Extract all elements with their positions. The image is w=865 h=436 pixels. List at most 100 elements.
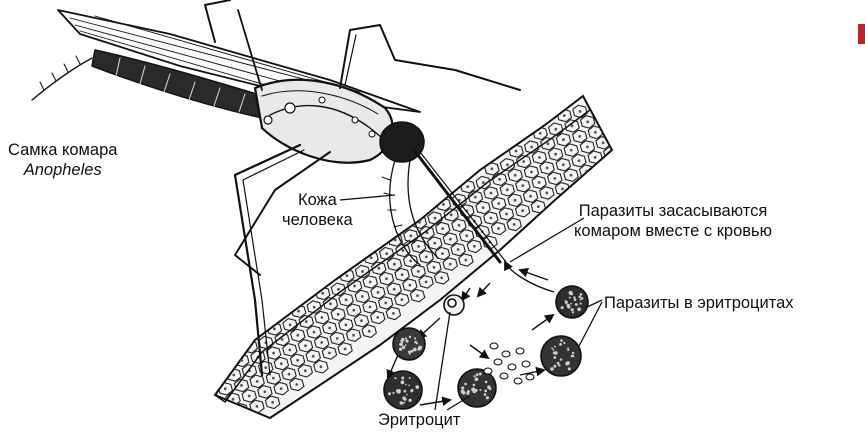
skin-cell-nucleus	[377, 267, 380, 270]
rbc-speck	[409, 377, 411, 379]
rbc-speck	[466, 392, 469, 395]
skin-cell-nucleus	[554, 128, 557, 131]
rbc-speck	[572, 352, 574, 354]
rbc-speck	[405, 384, 407, 386]
rbc-speck	[488, 386, 490, 388]
rbc-speck	[560, 339, 563, 342]
rbc-speck	[462, 391, 465, 394]
skin-cell-nucleus	[344, 348, 347, 351]
skin-cell-nucleus	[529, 195, 532, 198]
rbc-speck	[576, 304, 578, 306]
skin-cell-nucleus	[360, 319, 363, 322]
label-parasites-in-rbc: Паразиты в эритроцитах	[604, 293, 794, 313]
rbc-speck	[405, 344, 407, 346]
skin-cell-nucleus	[506, 188, 509, 191]
skin-cell-nucleus	[239, 408, 242, 411]
skin-cell-nucleus	[352, 309, 355, 312]
rbc-speck	[570, 303, 572, 305]
skin-cell-nucleus	[562, 138, 565, 141]
skin-cell-nucleus	[369, 281, 372, 284]
skin-cell-nucleus	[273, 328, 276, 331]
rbc-speck	[479, 373, 482, 376]
label-skin: Кожа человека	[282, 190, 353, 230]
skin-cell-nucleus	[449, 238, 452, 241]
rbc-speck	[580, 303, 582, 305]
rbc-speck	[581, 297, 584, 300]
skin-cell-nucleus	[256, 380, 259, 383]
skin-cell-nucleus	[321, 292, 324, 295]
skin-cell-nucleus	[425, 281, 428, 284]
skin-cell-nucleus	[313, 331, 316, 334]
skin-cell-nucleus	[465, 234, 468, 237]
label-mosquito: Самка комара Anopheles	[8, 140, 117, 180]
skin-cell-nucleus	[345, 323, 348, 326]
rbc-speck	[410, 350, 413, 353]
skin-cell-nucleus	[586, 146, 589, 149]
skin-cell-nucleus	[440, 276, 443, 279]
rbc-speck	[567, 305, 570, 308]
skin-cell-nucleus	[393, 263, 396, 266]
rbc-speck	[475, 377, 479, 381]
rbc-speck	[399, 342, 403, 346]
skin-cell-nucleus	[361, 295, 364, 298]
rbc-speck	[479, 389, 481, 391]
label-skin-line2: человека	[282, 210, 353, 230]
rbc-speck	[574, 298, 577, 301]
skin-cell-nucleus	[409, 260, 412, 263]
skin-cell	[219, 358, 233, 370]
skin-cell-nucleus	[491, 167, 494, 170]
skin-cell-nucleus	[434, 217, 437, 220]
skin-cell-nucleus	[377, 291, 380, 294]
rbc-speck	[551, 347, 553, 349]
label-skin-line1: Кожа	[282, 190, 353, 210]
skin-cell-nucleus	[272, 377, 275, 380]
skin-cell-nucleus	[449, 263, 452, 266]
skin-cell-nucleus	[328, 327, 331, 330]
label-mosquito-line2: Anopheles	[8, 160, 117, 180]
rbc-speck	[394, 377, 396, 379]
rbc-speck	[471, 388, 475, 392]
skin-cell-nucleus	[594, 156, 597, 159]
skin-cell-nucleus	[370, 256, 373, 259]
skin-cell-nucleus	[554, 153, 557, 156]
skin-cell-nucleus	[224, 387, 227, 390]
skin-cell-nucleus	[490, 192, 493, 195]
skin-cell-nucleus	[570, 149, 573, 152]
skin-cell-nucleus	[506, 163, 509, 166]
skin-cell-nucleus	[297, 310, 300, 313]
skin-cell-nucleus	[288, 373, 291, 376]
rbc-speck	[559, 343, 562, 346]
skin-cell-nucleus	[514, 174, 517, 177]
skin-cell-nucleus	[361, 270, 364, 273]
skin-cell-nucleus	[320, 365, 323, 368]
skin-cell	[226, 418, 240, 431]
skin-cell-nucleus	[514, 199, 517, 202]
skin-cell-nucleus	[393, 288, 396, 291]
rbc-speck	[553, 351, 556, 354]
rbc-speck	[464, 383, 467, 386]
skin-cell-nucleus	[392, 312, 395, 315]
skin-cell-nucleus	[602, 141, 605, 144]
skin-cell-nucleus	[433, 242, 436, 245]
rbc-speck	[553, 349, 555, 351]
rbc-speck	[486, 396, 489, 399]
skin-cell-nucleus	[570, 174, 573, 177]
rbc-speck	[405, 339, 407, 341]
skin-cell-nucleus	[256, 405, 259, 408]
skin-cell-nucleus	[295, 383, 298, 386]
rbc-speck	[409, 336, 411, 338]
rbc-speck	[401, 380, 405, 384]
skin-cell-nucleus	[240, 384, 243, 387]
rbc-speck	[400, 401, 404, 405]
rbc-speck	[573, 309, 575, 311]
skin-cell-nucleus	[563, 114, 566, 117]
skin-cell-nucleus	[312, 355, 315, 358]
skin-cell-nucleus	[410, 235, 413, 238]
skin-cell-nucleus	[264, 390, 267, 393]
skin-cell-nucleus	[296, 359, 299, 362]
skin-cell-nucleus	[394, 239, 397, 242]
skin-cell-nucleus	[208, 391, 211, 394]
skin-cell-nucleus	[417, 245, 420, 248]
skin-cell-nucleus	[457, 248, 460, 251]
skin-cell-nucleus	[336, 337, 339, 340]
